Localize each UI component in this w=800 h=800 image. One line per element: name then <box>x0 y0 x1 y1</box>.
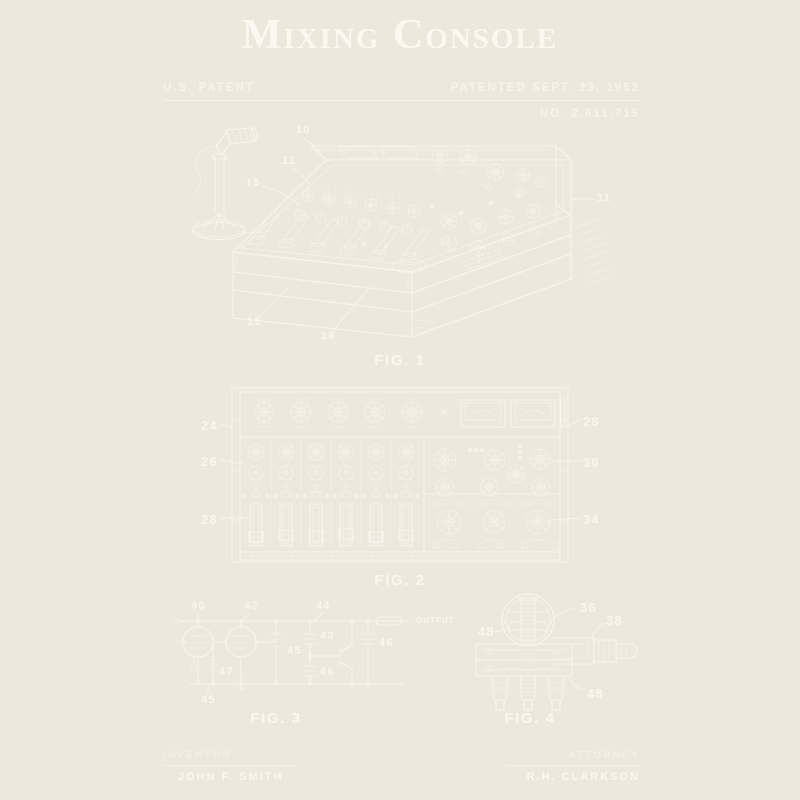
ref-numeral-48-bottom: 48 <box>587 686 604 701</box>
fig1-faders <box>248 211 431 263</box>
ref-numeral-47: 47 <box>219 666 234 678</box>
ref-numeral-48-left: 48 <box>478 624 495 639</box>
ref-numeral-28-right: 28 <box>583 414 600 429</box>
ref-numeral-43: 43 <box>320 630 335 642</box>
header-rule-left <box>163 100 423 101</box>
fig1-drawing <box>189 127 613 338</box>
fig4-drawing <box>475 593 638 711</box>
ref-numeral-28-left: 28 <box>201 512 218 527</box>
attorney-name: R.H. CLARKSON <box>526 771 640 783</box>
fig2-drawing <box>219 387 581 563</box>
patent-office-label: U.S. PATENT <box>163 82 255 94</box>
figure-2-caption: FIG. 2 <box>374 572 426 589</box>
attorney-label: ATTORNEY <box>568 750 640 761</box>
ref-numeral-34: 34 <box>583 512 600 527</box>
patent-number-label: NO. 2,611,715 <box>539 108 640 120</box>
ref-numeral-11-top: 11 <box>282 155 297 167</box>
fig2-leaders <box>219 419 581 521</box>
ref-numeral-26: 26 <box>201 454 218 469</box>
ref-numeral-46-lower: 46 <box>320 666 335 678</box>
fig1-leaders <box>257 138 595 333</box>
figure-3-caption: FIG. 3 <box>250 710 302 727</box>
ref-numeral-18: 18 <box>321 330 336 342</box>
ref-numeral-10: 10 <box>296 124 311 136</box>
figure-1-caption: FIG. 1 <box>374 352 426 369</box>
ref-numeral-36: 36 <box>580 600 597 615</box>
fig2-top-strip <box>253 398 566 428</box>
fig4-leaders <box>491 608 605 691</box>
fig3-drawing <box>172 612 413 695</box>
fig3-leaders <box>197 612 323 695</box>
fig1-panel-knob-rows <box>294 182 542 274</box>
ref-numeral-24: 24 <box>201 418 218 433</box>
fig3-output-label: OUTPUT <box>416 616 455 625</box>
fig2-channel-strips <box>243 439 420 549</box>
fig2-vu-meters <box>460 399 566 428</box>
inventor-name: JOHN F. SMITH <box>178 771 284 783</box>
ref-numeral-38: 38 <box>606 613 623 628</box>
ref-numeral-30: 30 <box>583 455 600 470</box>
ref-numeral-45-bottom: 45 <box>201 694 216 706</box>
fig1-rear-strip-controls <box>339 146 547 198</box>
ref-numeral-44: 44 <box>316 600 331 612</box>
fig2-master-section <box>431 443 559 550</box>
inventor-label: INVENTOR <box>163 750 233 761</box>
ref-numeral-12: 12 <box>247 316 262 328</box>
fig1-console-body <box>232 145 613 338</box>
fig1-microphone <box>189 127 273 241</box>
ref-numeral-15: 15 <box>246 177 261 189</box>
ref-numeral-45-mid: 45 <box>287 645 302 657</box>
fig2-faders <box>248 503 414 547</box>
ref-numeral-40: 40 <box>191 600 206 612</box>
attorney-rule <box>505 765 640 766</box>
ref-numeral-11-side: 11 <box>597 192 612 204</box>
inventor-rule <box>163 765 298 766</box>
figure-4-caption: FIG. 4 <box>504 710 556 727</box>
ref-numeral-46-right: 46 <box>379 637 394 649</box>
page-title: Mixing Console <box>241 12 559 58</box>
patent-date-label: PATENTED SEPT. 23, 1952 <box>450 82 640 94</box>
header-rule-right <box>405 100 640 101</box>
ref-numeral-42: 42 <box>244 600 259 612</box>
